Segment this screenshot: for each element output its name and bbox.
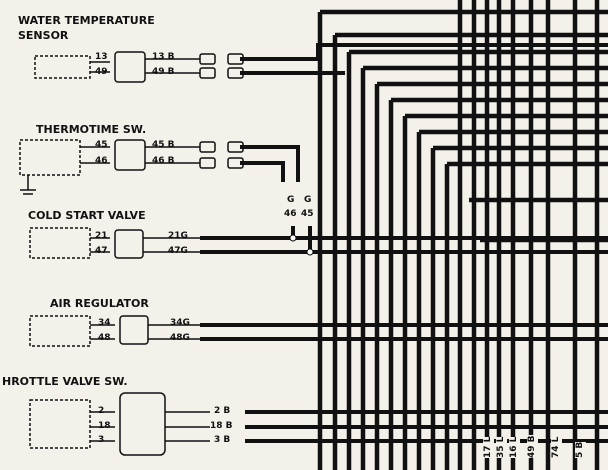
air-regulator-title: AIR REGULATOR: [50, 297, 149, 310]
junction-num-right: 45: [301, 209, 314, 219]
junction-color-right: G: [304, 195, 312, 205]
water-temp-title-2: SENSOR: [18, 29, 69, 42]
harness-label-5b: 5 B: [575, 441, 586, 458]
cold-start-pin-47: 47: [95, 246, 108, 256]
water-temp-wire-49: 49 B: [152, 67, 175, 77]
junction-num-left: 46: [284, 209, 297, 219]
throttle-title: HROTTLE VALVE SW.: [2, 375, 128, 388]
air-regulator-wire-48: 48G: [170, 333, 190, 343]
cold-start-wire-21: 21G: [168, 231, 188, 241]
water-temp-pin-13: 13: [95, 52, 108, 62]
thermotime-wire-46: 46 B: [152, 156, 175, 166]
harness-bundle: [317, 0, 608, 470]
water-temp-title-1: WATER TEMPERATURE: [18, 14, 155, 27]
water-temp-wire-13: 13 B: [152, 52, 175, 62]
harness-label-35l: 35 L: [496, 436, 507, 458]
cold-start-title: COLD START VALVE: [28, 209, 146, 222]
throttle-pin-2: 2: [98, 406, 105, 416]
air-regulator-wires: [200, 323, 608, 341]
thermotime-title: THERMOTIME SW.: [36, 123, 147, 136]
water-temp-wires: [240, 43, 608, 75]
throttle-pin-18: 18: [98, 421, 111, 431]
junction-color-left: G: [287, 195, 295, 205]
harness-label-17l: 17 L: [483, 436, 494, 458]
cold-start-pin-21: 21: [95, 231, 108, 241]
air-regulator-wire-34: 34G: [170, 318, 190, 328]
harness-label-49b: 49 B: [527, 435, 538, 458]
thermotime-pin-46: 46: [95, 156, 108, 166]
throttle-wires: [245, 410, 608, 443]
cold-start-wire-47: 47G: [168, 246, 188, 256]
air-regulator-pin-34: 34: [98, 318, 111, 328]
water-temp-pin-49: 49: [95, 67, 108, 77]
thermotime-wire-45: 45 B: [152, 140, 175, 150]
harness-label-16l: 16 L: [509, 436, 520, 458]
air-regulator-pin-48: 48: [98, 333, 111, 343]
throttle-wire-3: 3 B: [214, 435, 231, 445]
harness-label-74l: 74 L: [551, 436, 562, 458]
throttle-wire-18: 18 B: [210, 421, 233, 431]
throttle-wire-2: 2 B: [214, 406, 231, 416]
throttle-pin-3: 3: [98, 435, 105, 445]
thermotime-wires: [240, 145, 300, 182]
thermotime-pin-45: 45: [95, 140, 108, 150]
